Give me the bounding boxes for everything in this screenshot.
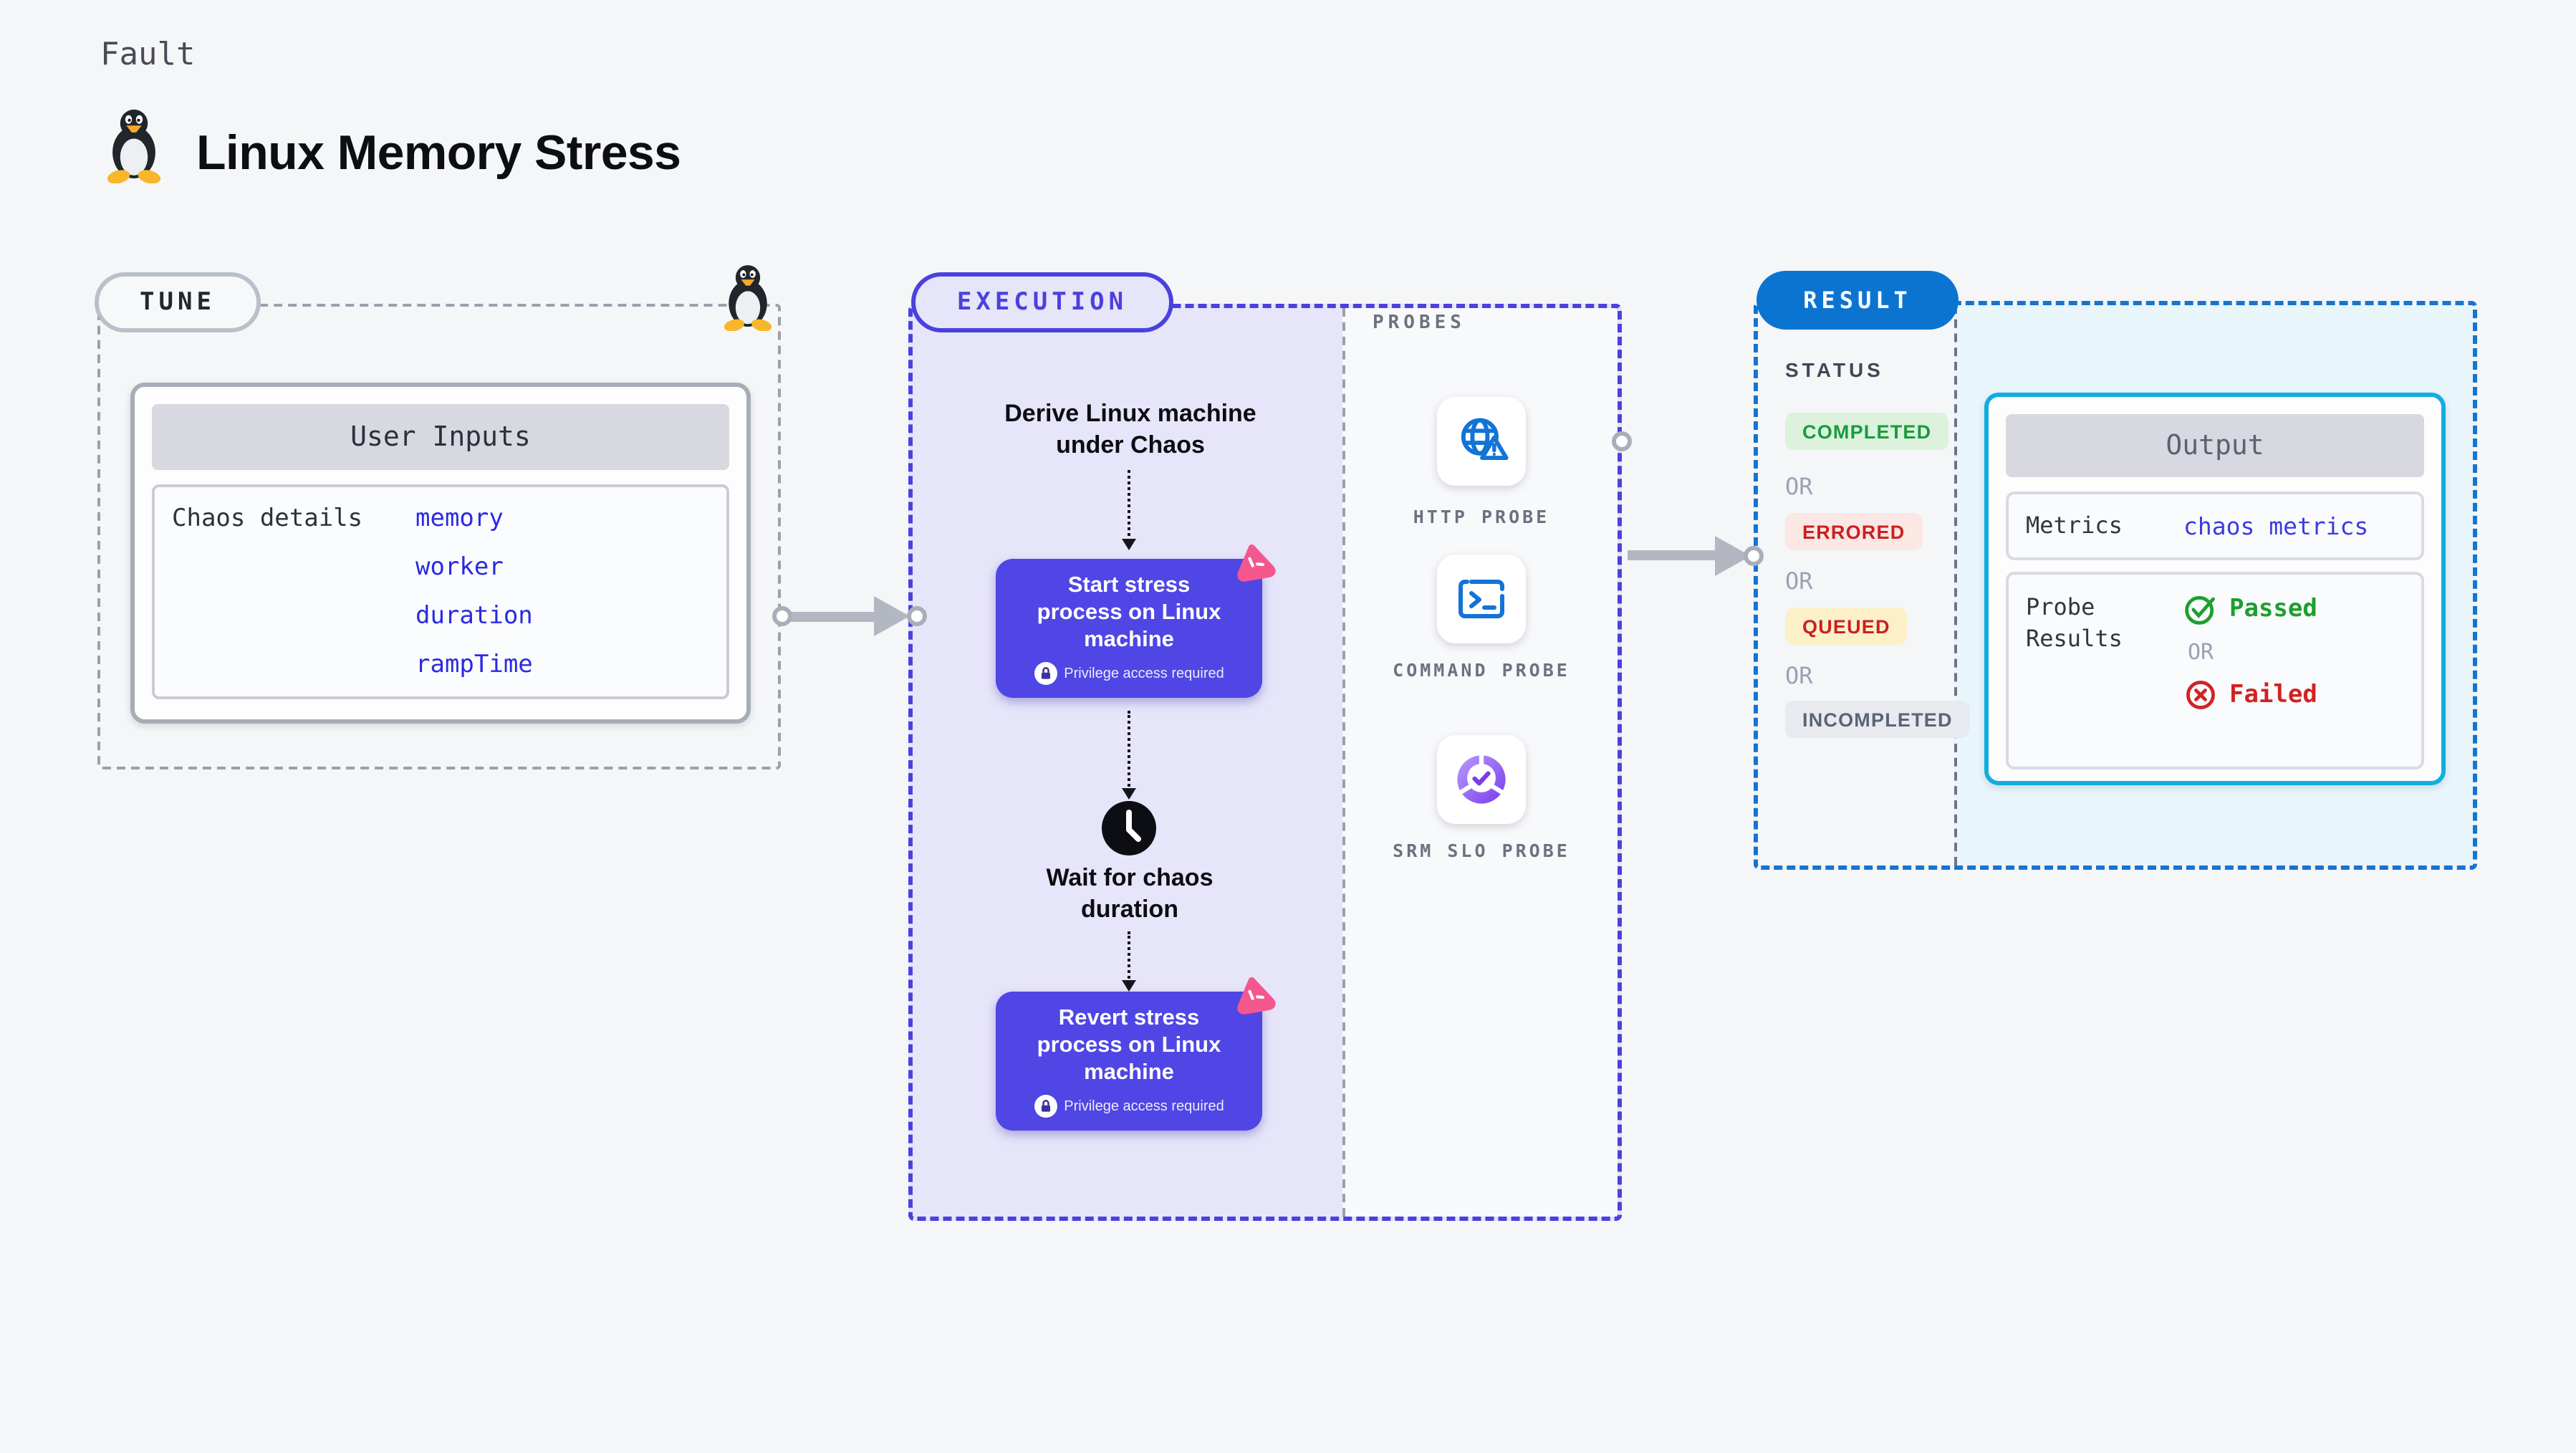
srm-slo-probe-label: SRM SLO PROBE <box>1393 840 1570 861</box>
derive-step-text: Derive Linux machine under Chaos <box>1004 400 1256 459</box>
result-input-port <box>1744 546 1764 566</box>
execution-badge: EXECUTION <box>911 272 1173 332</box>
metrics-value: chaos metrics <box>2183 512 2369 540</box>
arrowhead-icon <box>1122 539 1136 550</box>
probe-results-label: Probe Results <box>2026 593 2123 652</box>
command-probe-card <box>1437 555 1526 643</box>
tune-output-port <box>772 606 792 626</box>
status-label: STATUS <box>1785 358 1884 381</box>
status-chip-queued: QUEUED <box>1785 608 1908 645</box>
connector-start-to-wait <box>1122 711 1136 800</box>
metrics-row: Metrics chaos metrics <box>2006 491 2424 560</box>
slo-pie-check-icon <box>1457 754 1506 804</box>
linux-tux-icon <box>100 106 168 184</box>
privilege-note: Privilege access required <box>1064 666 1224 681</box>
command-probe-label: COMMAND PROBE <box>1393 659 1570 681</box>
globe-alert-icon <box>1461 418 1509 461</box>
chaos-litmus-icon <box>1229 971 1280 1027</box>
failed-label: Failed <box>2229 681 2317 709</box>
connector-derive-to-start <box>1122 470 1136 550</box>
input-value-worker: worker <box>415 553 504 582</box>
linux-tux-icon <box>718 262 778 332</box>
passed-label: Passed <box>2229 595 2317 623</box>
tune-badge: TUNE <box>95 272 261 332</box>
arrowhead-icon <box>874 596 910 636</box>
input-value-memory: memory <box>415 504 504 533</box>
lock-icon <box>1034 662 1057 685</box>
check-circle-icon <box>2185 595 2215 625</box>
http-probe-card <box>1437 397 1526 486</box>
status-or: OR <box>1785 662 1813 689</box>
user-inputs-title: User Inputs <box>152 404 729 470</box>
status-chip-errored: ERRORED <box>1785 513 1923 550</box>
fault-kicker: Fault <box>100 37 196 73</box>
terminal-icon <box>1458 580 1504 618</box>
srm-slo-probe-card <box>1437 735 1526 824</box>
passed-line: Passed <box>2183 592 2317 626</box>
wait-step-text: Wait for chaos duration <box>1046 864 1213 923</box>
failed-line: Failed <box>2183 678 2317 712</box>
page-title: Linux Memory Stress <box>196 126 681 181</box>
connector-wait-to-revert <box>1122 931 1136 992</box>
arrowhead-icon <box>1122 980 1136 992</box>
http-probe-label: HTTP PROBE <box>1413 506 1550 527</box>
chaos-litmus-icon <box>1229 538 1280 595</box>
chaos-details-box: Chaos details memory worker duration ram… <box>152 484 729 699</box>
input-value-ramptime: rampTime <box>415 651 533 679</box>
status-or: OR <box>1785 473 1813 500</box>
arrow-tune-to-execution <box>789 612 875 622</box>
status-chip-completed: COMPLETED <box>1785 413 1949 450</box>
user-inputs-panel: User Inputs Chaos details memory worker … <box>130 383 751 724</box>
probe-results-row: Probe Results Passed OR Failed <box>2006 572 2424 769</box>
output-or: OR <box>2188 639 2214 665</box>
input-value-duration: duration <box>415 602 533 630</box>
arrowhead-icon <box>1122 788 1136 800</box>
metrics-label: Metrics <box>2026 512 2123 539</box>
revert-stress-node: Revert stress process on Linux machine P… <box>996 977 1276 1131</box>
chaos-details-label: Chaos details <box>172 504 363 533</box>
execution-input-port <box>907 606 927 626</box>
privilege-note: Privilege access required <box>1064 1098 1224 1114</box>
output-panel: Output Metrics chaos metrics Probe Resul… <box>1984 393 2446 785</box>
output-title: Output <box>2006 414 2424 477</box>
status-or: OR <box>1785 567 1813 595</box>
probes-label: PROBES <box>1373 312 1466 334</box>
start-stress-node: Start stress process on Linux machine Pr… <box>996 544 1276 698</box>
status-chip-incompleted: INCOMPLETED <box>1785 701 1970 738</box>
x-circle-icon <box>2186 681 2215 709</box>
execution-output-port <box>1612 431 1632 451</box>
revert-stress-title: Revert stress process on Linux machine <box>1037 1006 1221 1085</box>
lock-icon <box>1034 1095 1057 1118</box>
arrow-execution-to-result <box>1628 550 1716 560</box>
start-stress-title: Start stress process on Linux machine <box>1037 573 1221 652</box>
result-badge: RESULT <box>1756 271 1959 330</box>
clock-icon <box>1100 800 1158 857</box>
tune-section-box <box>97 304 781 769</box>
